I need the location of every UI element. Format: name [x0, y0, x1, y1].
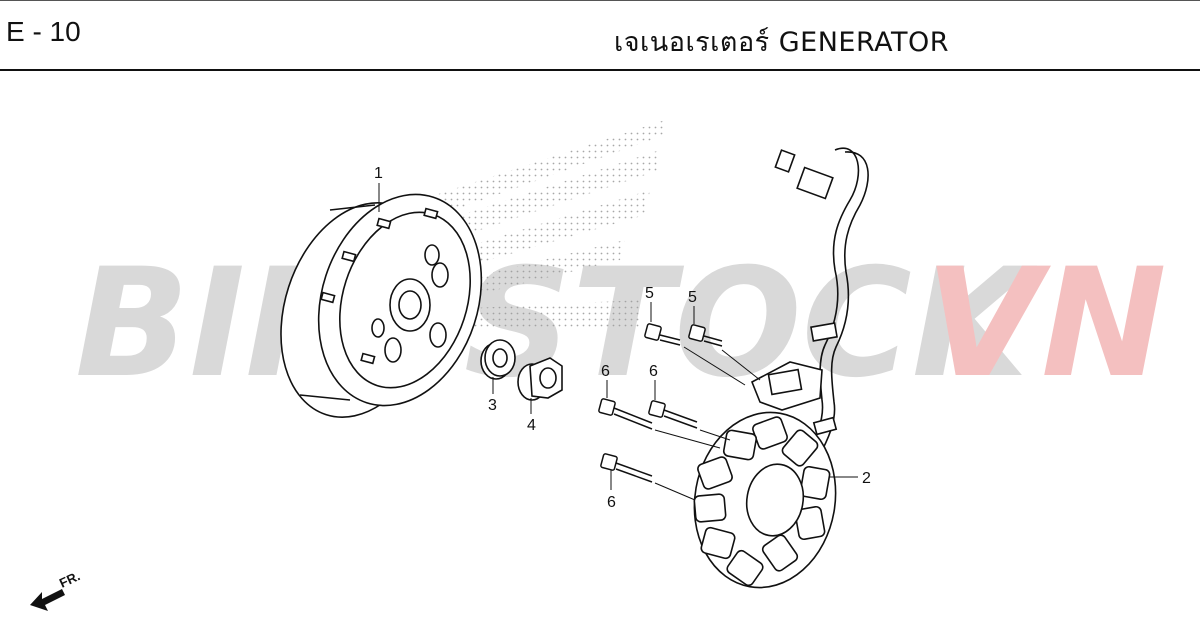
callout-6c: 6: [607, 494, 616, 511]
washer: [480, 339, 516, 380]
page-title: เจเนอเรเตอร์ GENERATOR: [614, 27, 950, 58]
callout-6a: 6: [601, 363, 610, 380]
bolt-6a: [598, 398, 653, 430]
flange-nut: [517, 357, 563, 401]
callout-3: 3: [488, 397, 497, 414]
bolt-6b: [648, 400, 698, 429]
callouts: 1 2 3 4 5 5 6 6 6: [374, 165, 871, 511]
callout-1: 1: [374, 165, 383, 182]
leader-lines: [378, 183, 858, 501]
front-arrow-icon: [30, 589, 65, 611]
callout-2: 2: [862, 470, 871, 487]
page-code: E - 10: [6, 16, 81, 47]
callout-6b: 6: [649, 363, 658, 380]
front-label: FR.: [57, 568, 82, 590]
header-divider: [0, 69, 1200, 71]
bolts: [598, 323, 723, 483]
bolt-6c: [600, 453, 653, 483]
callout-4: 4: [527, 417, 536, 434]
pulser-bracket: [750, 361, 823, 411]
front-arrow-marker: FR.: [30, 568, 82, 611]
bolt-5a: [644, 323, 681, 346]
bolt-5b: [688, 324, 723, 347]
page-header: E - 10 เจเนอเรเตอร์ GENERATOR: [0, 0, 1200, 70]
top-border: [0, 0, 1200, 1]
wire-harness: [774, 147, 869, 459]
dotted-projection: [420, 120, 665, 330]
flywheel: [280, 193, 483, 418]
callout-5a: 5: [645, 285, 654, 302]
callout-5b: 5: [688, 289, 697, 306]
stator: [693, 411, 837, 589]
watermark-text-accent: VN: [925, 237, 1167, 411]
